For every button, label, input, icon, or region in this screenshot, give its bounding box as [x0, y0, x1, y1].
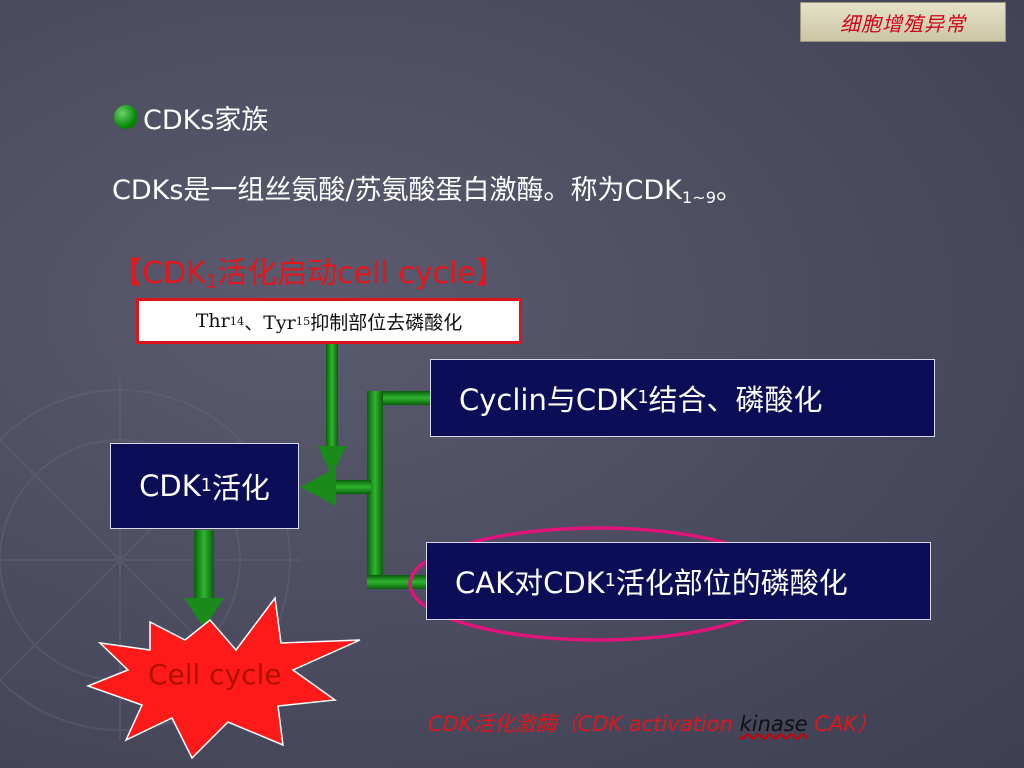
- section-title: 【CDK1活化启动cell cycle】: [112, 256, 506, 293]
- description: CDKs是一组丝氨酸/苏氨酸蛋白激酶。称为CDK1~9。: [112, 175, 744, 208]
- bracket-connector: [336, 391, 430, 589]
- bullet-icon: [114, 105, 138, 129]
- arrow-cdk1-down: [184, 530, 224, 628]
- arrow-note-down: [318, 344, 346, 476]
- heading: CDKs家族: [143, 105, 269, 136]
- slide-badge: 细胞增殖异常: [800, 2, 1006, 42]
- arrow-into-cdk1: [300, 468, 336, 506]
- cell-cycle-burst: [85, 596, 361, 760]
- cell-cycle-label: Cell cycle: [148, 658, 282, 691]
- cak-caption: CDK活化激酶（CDK activation kinase CAK）: [428, 712, 879, 736]
